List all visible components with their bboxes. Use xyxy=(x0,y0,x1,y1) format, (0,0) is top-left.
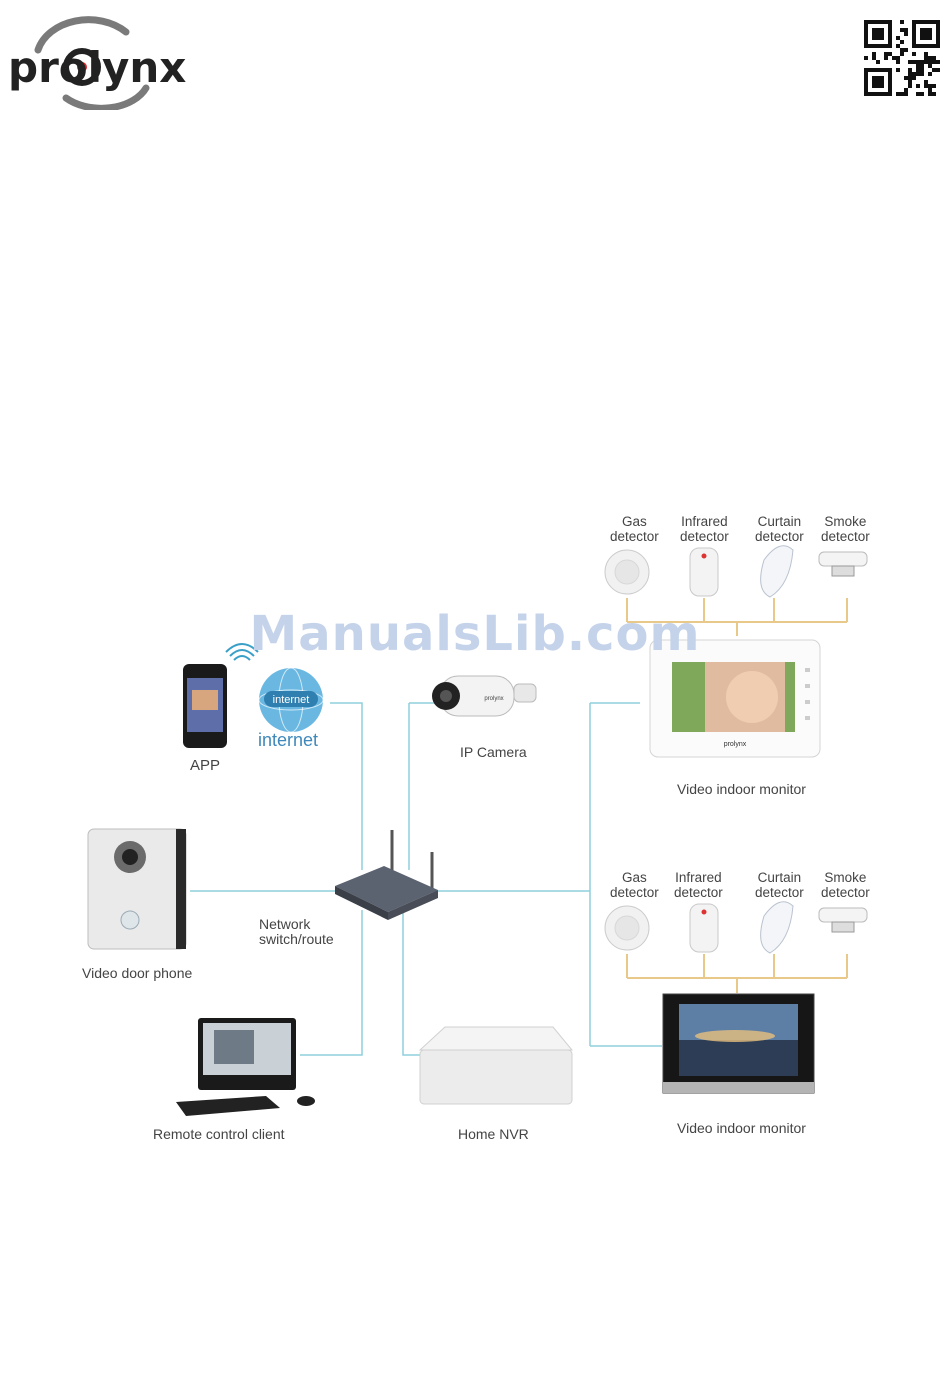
app-label: APP xyxy=(190,757,221,774)
internet-globe-icon: internet xyxy=(258,667,324,733)
home-nvr-label: Home NVR xyxy=(458,1126,529,1142)
smoke-detector-icon xyxy=(818,551,868,577)
ip-camera-label: IP Camera xyxy=(460,744,527,760)
curtain-detector-icon xyxy=(760,901,794,954)
infrared-detector-icon xyxy=(689,903,719,953)
svg-text:prolynx: prolynx xyxy=(484,696,503,702)
svg-text:internet: internet xyxy=(273,694,310,706)
network-label-line1: Network xyxy=(259,916,311,932)
gas-detector-icon xyxy=(604,549,650,595)
detector-lines xyxy=(626,598,848,993)
remote-computer-icon xyxy=(176,1018,315,1116)
network-router-icon xyxy=(335,830,438,920)
home-nvr-icon xyxy=(418,1026,574,1105)
wifi-icon xyxy=(225,643,259,661)
smartphone-app-icon xyxy=(183,664,227,748)
monitor2-label: Video indoor monitor xyxy=(677,1120,806,1136)
ip-camera-icon: prolynx xyxy=(432,675,537,717)
video-door-phone-icon xyxy=(87,828,187,950)
remote-client-label: Remote control client xyxy=(153,1126,285,1142)
video-door-phone-label: Video door phone xyxy=(82,965,193,981)
infrared-detector-icon xyxy=(689,547,719,597)
curtain-detector-icon xyxy=(760,545,794,598)
network-label-line2: switch/route xyxy=(259,931,334,947)
qr-code-icon xyxy=(864,20,940,96)
prolynx-logo: prolynx xyxy=(8,10,208,112)
monitor1-label: Video indoor monitor xyxy=(677,781,806,797)
internet-label: internet xyxy=(258,730,319,750)
smoke-detector-icon xyxy=(818,907,868,933)
logo-text: prolynx xyxy=(8,43,186,92)
video-indoor-monitor-white-icon: prolynx xyxy=(649,639,821,758)
svg-text:prolynx: prolynx xyxy=(724,741,747,748)
network-lines xyxy=(190,702,662,1056)
watermark: ManualsLib.com xyxy=(249,606,701,662)
gas-detector-icon xyxy=(604,905,650,951)
video-indoor-monitor-black-icon xyxy=(662,993,815,1094)
